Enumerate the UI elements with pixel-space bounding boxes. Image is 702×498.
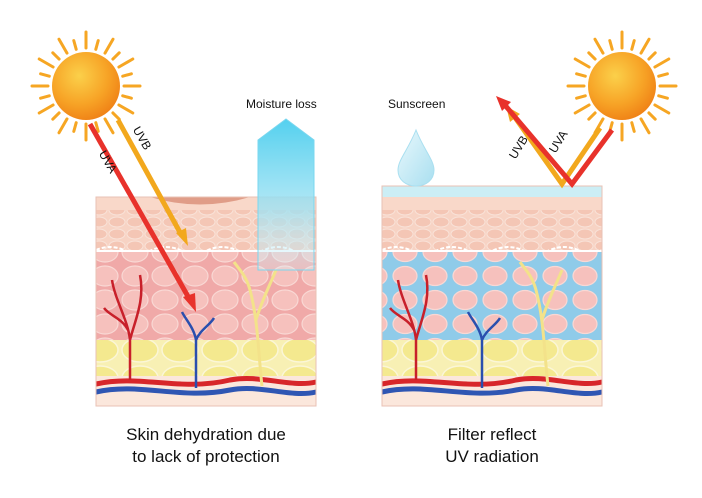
sun-ray [639,117,651,135]
right-caption: Filter reflect UV radiation [362,424,622,468]
sun-ray [94,39,100,51]
sun-ray [573,57,591,69]
right-artery [381,375,603,387]
sun-ray [587,111,597,121]
right-capillary-red [389,274,429,380]
sun-ray [72,39,78,51]
left-skin-block [95,196,317,407]
sun-ray [657,94,669,100]
moisture-loss-label: Moisture loss [246,97,317,111]
sun-ray [630,39,636,51]
sun-ray [587,51,597,61]
right-sun-icon [566,30,678,142]
left-sun-icon [30,30,142,142]
left-artery [95,375,317,387]
sunscreen-film [382,186,602,197]
right-fat-layer [382,340,602,376]
sun-ray [653,103,671,115]
sun-ray [72,121,78,133]
left-nerve [232,261,278,387]
left-uvb-arrow [115,118,188,246]
sun-ray [121,94,133,100]
moisture-loss-arrow [257,118,315,271]
sun-ray [575,94,587,100]
right-nerve [518,261,564,387]
sunscreen-drop-icon [397,128,435,187]
sun-ray [117,103,135,115]
left-caption: Skin dehydration due to lack of protecti… [76,424,336,468]
sun-ray [639,37,651,55]
right-caption-line1: Filter reflect [447,425,537,444]
left-capillary-red [103,274,143,380]
left-capillary-blue [180,311,216,388]
sun-ray [51,51,61,61]
left-sunburn-spot [150,197,250,205]
sun-ray [39,94,51,100]
sun-ray [657,72,669,78]
right-skin-block [381,185,603,407]
right-caption-line2: UV radiation [445,447,539,466]
sun-ray [121,72,133,78]
sun-ray [37,103,55,115]
sun-ray [117,57,135,69]
right-epidermis [382,210,602,250]
sun-ray [111,51,121,61]
sun-ray [103,117,115,135]
sun-ray [630,121,636,133]
sunscreen-label: Sunscreen [388,97,446,111]
left-caption-line1: Skin dehydration due [126,425,286,444]
sun-ray [51,111,61,121]
sun-ray [653,57,671,69]
sun-ray [57,117,69,135]
sun-ray [37,57,55,69]
sun-ray [573,103,591,115]
sun-ray [647,111,657,121]
sun-ray [103,37,115,55]
sun-ray [608,39,614,51]
right-capillary-blue [466,311,502,388]
left-vein [95,385,317,397]
sun-ray [94,121,100,133]
sun-ray [647,51,657,61]
left-fat-layer [96,340,316,376]
right-vein [381,385,603,397]
sun-ray [575,72,587,78]
left-caption-line2: to lack of protection [132,447,280,466]
sun-ray [57,37,69,55]
sun-ray [39,72,51,78]
left-uva-arrow [87,122,196,312]
sun-ray [593,37,605,55]
right-uva-arrow [496,96,615,189]
sun-ray [111,111,121,121]
